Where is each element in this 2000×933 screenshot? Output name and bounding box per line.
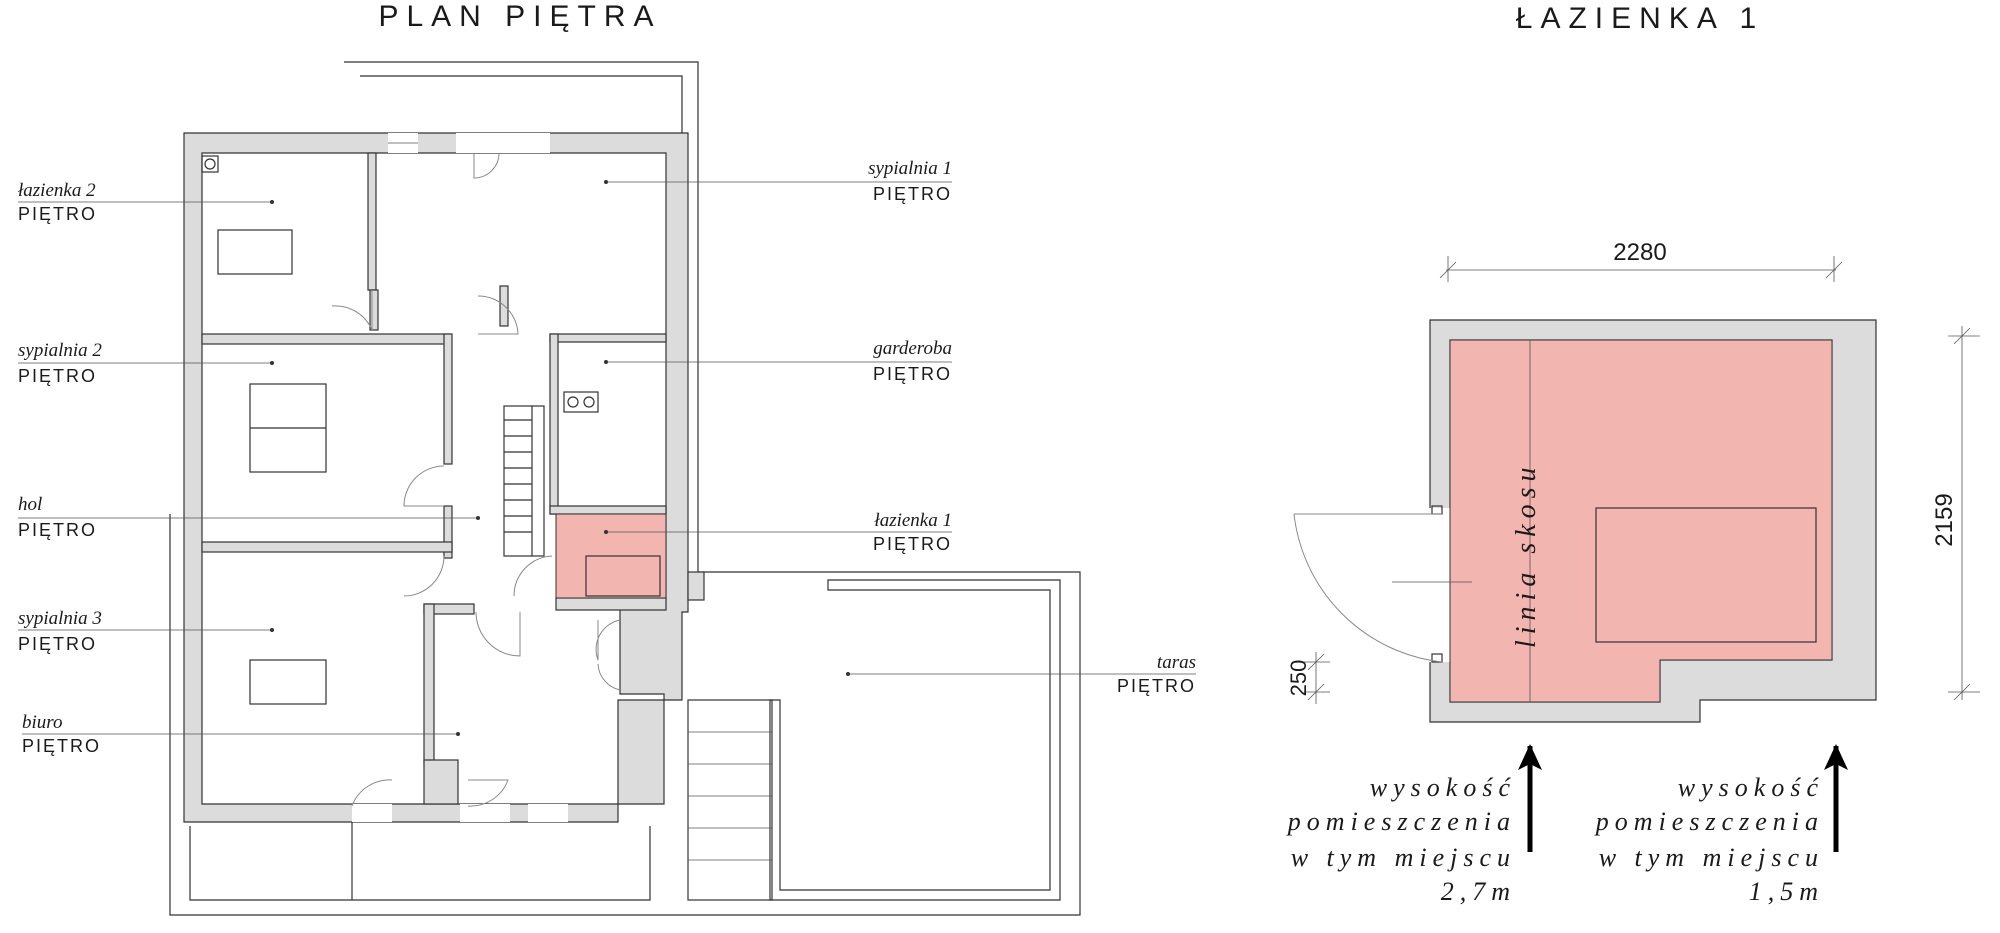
room-label-bathroom-1: łazienka 1 PIĘTRO xyxy=(604,510,952,554)
bathroom-detail: linia skosu 2280 2159 xyxy=(1286,239,1980,906)
svg-text:łazienka 1: łazienka 1 xyxy=(874,510,952,531)
svg-text:taras: taras xyxy=(1157,652,1196,673)
svg-text:2159: 2159 xyxy=(1931,493,1958,546)
svg-text:PIĘTRO: PIĘTRO xyxy=(18,366,97,386)
height-note-right: wysokość pomieszczenia w tym miejscu 1,5… xyxy=(1594,773,1824,906)
detail-door-opening xyxy=(1428,508,1452,662)
svg-text:pomieszczenia: pomieszczenia xyxy=(1286,807,1516,836)
svg-text:PIĘTRO: PIĘTRO xyxy=(873,534,952,554)
svg-text:wysokość: wysokość xyxy=(1678,773,1824,802)
svg-text:sypialnia 2: sypialnia 2 xyxy=(18,340,102,361)
balcony-rail-top xyxy=(360,75,683,135)
room-label-hall: hol PIĘTRO xyxy=(18,494,480,540)
svg-text:garderoba: garderoba xyxy=(873,338,952,359)
svg-text:PIĘTRO: PIĘTRO xyxy=(18,634,97,654)
svg-text:łazienka 2: łazienka 2 xyxy=(18,180,96,201)
dimension-door: 250 xyxy=(1286,652,1330,704)
exterior-stairs xyxy=(687,699,773,901)
room-label-bedroom-3: sypialnia 3 PIĘTRO xyxy=(18,608,274,654)
slope-label: linia skosu xyxy=(1511,461,1542,648)
svg-text:1,5m: 1,5m xyxy=(1749,877,1824,906)
svg-text:wysokość: wysokość xyxy=(1370,773,1516,802)
svg-text:PIĘTRO: PIĘTRO xyxy=(18,520,97,540)
svg-text:sypialnia 1: sypialnia 1 xyxy=(868,158,952,179)
door-swings xyxy=(331,152,621,807)
svg-text:pomieszczenia: pomieszczenia xyxy=(1594,807,1824,836)
svg-text:250: 250 xyxy=(1286,660,1311,697)
drain-icon xyxy=(201,155,219,173)
detail-floor xyxy=(1449,339,1833,703)
dimension-width: 2280 xyxy=(1439,239,1843,282)
svg-text:PIĘTRO: PIĘTRO xyxy=(1117,676,1196,696)
svg-text:PIĘTRO: PIĘTRO xyxy=(873,364,952,384)
room-label-bedroom-2: sypialnia 2 PIĘTRO xyxy=(18,340,274,386)
bathtub xyxy=(585,555,661,597)
interior-stairs xyxy=(503,405,545,557)
svg-text:PIĘTRO: PIĘTRO xyxy=(22,736,101,756)
floor-plan xyxy=(169,61,1081,916)
svg-text:PIĘTRO: PIĘTRO xyxy=(873,184,952,204)
svg-text:PIĘTRO: PIĘTRO xyxy=(18,204,97,224)
terrace-rail xyxy=(769,579,1061,901)
detail-bathtub xyxy=(1595,507,1817,643)
room-label-wardrobe: garderoba PIĘTRO xyxy=(604,338,952,384)
svg-text:2,7m: 2,7m xyxy=(1441,877,1516,906)
room-label-bedroom-1: sypialnia 1 PIĘTRO xyxy=(604,158,952,204)
floor-plan-title: PLAN PIĘTRA xyxy=(378,0,661,33)
detail-door-swing xyxy=(1293,513,1443,663)
stove-icon xyxy=(563,391,599,413)
dimension-height: 2159 xyxy=(1931,326,1980,701)
main-walls xyxy=(183,132,689,823)
bathtub-2 xyxy=(217,229,293,275)
svg-text:w tym miejscu: w tym miejscu xyxy=(1599,843,1824,872)
height-note-left: wysokość pomieszczenia w tym miejscu 2,7… xyxy=(1286,773,1516,906)
svg-text:2280: 2280 xyxy=(1613,239,1666,266)
svg-text:hol: hol xyxy=(18,494,42,515)
door-opening xyxy=(456,133,550,153)
room-label-terrace: taras PIĘTRO xyxy=(846,652,1196,696)
arrow-left xyxy=(1518,744,1542,852)
arrow-right xyxy=(1824,744,1848,852)
room-labels: łazienka 2 PIĘTRO sypialnia 1 PIĘTRO syp… xyxy=(18,158,1196,756)
interior-walls xyxy=(201,152,667,805)
svg-text:w tym miejscu: w tym miejscu xyxy=(1291,843,1516,872)
bathroom-detail-title: ŁAZIENKA 1 xyxy=(1516,2,1764,35)
room-label-office: biuro PIĘTRO xyxy=(22,712,460,756)
balcony-rail-bottom xyxy=(189,826,651,901)
room-label-bathroom-2: łazienka 2 PIĘTRO xyxy=(18,180,274,224)
balcony-outline xyxy=(169,61,1081,916)
svg-text:biuro: biuro xyxy=(22,712,62,733)
bed-3 xyxy=(249,659,327,705)
svg-text:sypialnia 3: sypialnia 3 xyxy=(18,608,102,629)
